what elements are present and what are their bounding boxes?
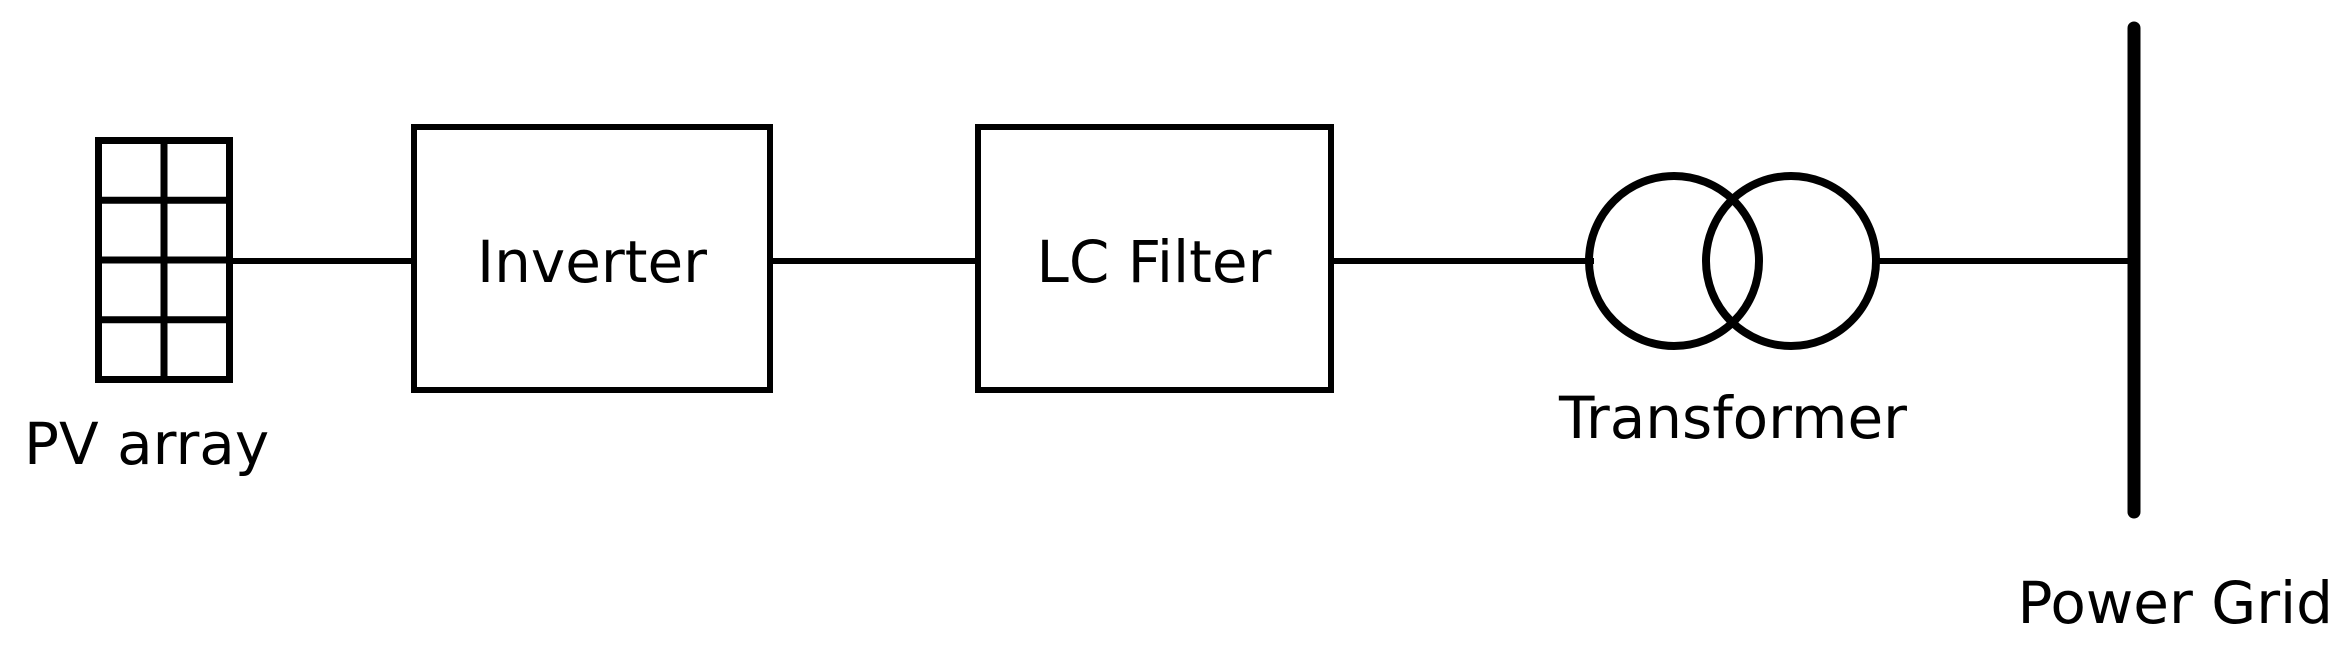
transformer-secondary-winding-circle [1702, 172, 1880, 350]
lc-filter-block[interactable]: LC Filter [975, 124, 1334, 393]
lc-filter-label: LC Filter [1037, 228, 1272, 296]
pv-array-symbol[interactable] [95, 137, 233, 383]
pv-array-caption: PV array [24, 410, 269, 478]
inverter-box-outline [411, 124, 773, 393]
inverter-label: Inverter [477, 228, 707, 296]
inverter-block[interactable]: Inverter [411, 124, 773, 393]
transformer-caption: Transformer [1558, 384, 1907, 452]
power-grid-caption: Power Grid [2017, 569, 2333, 637]
transformer-primary-winding-circle [1585, 172, 1763, 350]
transformer-symbol[interactable] [1585, 172, 1880, 350]
lc-filter-box-outline [975, 124, 1334, 393]
